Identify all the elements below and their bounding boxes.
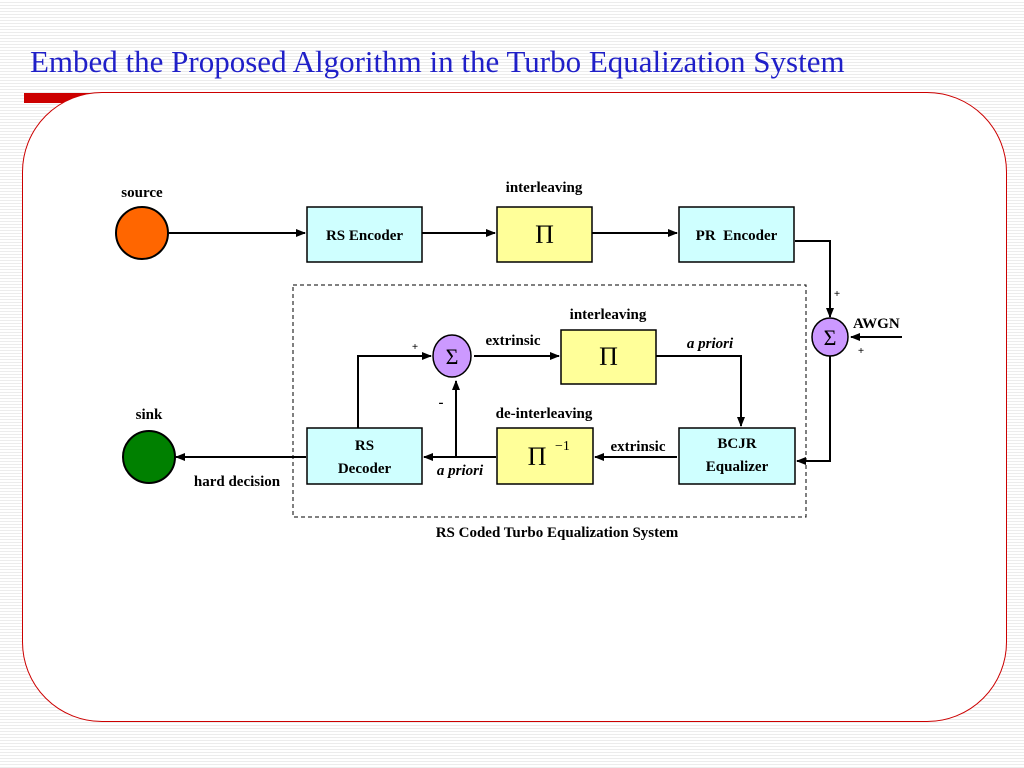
- inner-interleaver-block: [560, 329, 657, 385]
- inner-interleaver-symbol: Π: [599, 342, 618, 371]
- a-priori-bottom-label: a priori: [437, 463, 484, 479]
- inner-minus: -: [439, 395, 444, 411]
- sink-node: [122, 430, 176, 484]
- rs-decoder-to-inner-sum-arrow: [357, 352, 432, 428]
- extrinsic-bottom-label: extrinsic: [611, 439, 666, 455]
- inner-interleaving-label: interleaving: [570, 307, 647, 323]
- bcjr-label-line2: Equalizer: [706, 459, 769, 475]
- extrinsic-top-label: extrinsic: [486, 333, 541, 349]
- system-caption: RS Coded Turbo Equalization System: [436, 525, 679, 541]
- sink-label: sink: [136, 407, 163, 423]
- deinterleaver-symbol: Π: [528, 442, 547, 471]
- bcjr-equalizer-block: [678, 427, 796, 485]
- channel-plus-bottom: +: [858, 345, 864, 357]
- deinterleaver-block: [496, 427, 594, 485]
- pr-encoder-to-channel-arrow: [795, 240, 834, 318]
- source-node: [115, 206, 169, 260]
- bcjr-label-line1: BCJR: [717, 436, 756, 452]
- rs-decoder-block: [306, 427, 423, 485]
- channel-plus-top: +: [834, 288, 840, 300]
- rs-encoder-block: [306, 206, 423, 263]
- awgn-label: AWGN: [853, 316, 900, 332]
- interleaver-to-bcjr-arrow: [656, 355, 745, 427]
- rs-encoder-label: RS Encoder: [326, 228, 403, 244]
- inner-sum-symbol: Σ: [446, 344, 459, 369]
- de-interleaving-label: de-interleaving: [496, 406, 593, 422]
- content-panel: [22, 92, 1007, 722]
- inner-plus: +: [412, 341, 418, 353]
- inner-sum-node: [432, 334, 472, 378]
- pr-encoder-label: PR Encoder: [696, 228, 778, 244]
- channel-to-bcjr-arrow: [796, 356, 831, 465]
- rs-decoder-label-line1: RS: [355, 438, 374, 454]
- channel-sum-symbol: Σ: [824, 325, 837, 350]
- system-boundary: [292, 284, 807, 518]
- channel-sum-node: [811, 317, 849, 357]
- hard-decision-label: hard decision: [194, 474, 281, 490]
- a-priori-top-label: a priori: [687, 336, 734, 352]
- rs-decoder-label-line2: Decoder: [338, 461, 392, 477]
- slide-title: Embed the Proposed Algorithm in the Turb…: [30, 44, 845, 79]
- deinterleaver-superscript: −1: [555, 439, 570, 454]
- interleaver-block: [496, 206, 593, 263]
- pr-encoder-block: [678, 206, 795, 263]
- top-interleaving-label: interleaving: [506, 180, 583, 196]
- source-label: source: [121, 185, 163, 201]
- interleaver-symbol: Π: [535, 220, 554, 249]
